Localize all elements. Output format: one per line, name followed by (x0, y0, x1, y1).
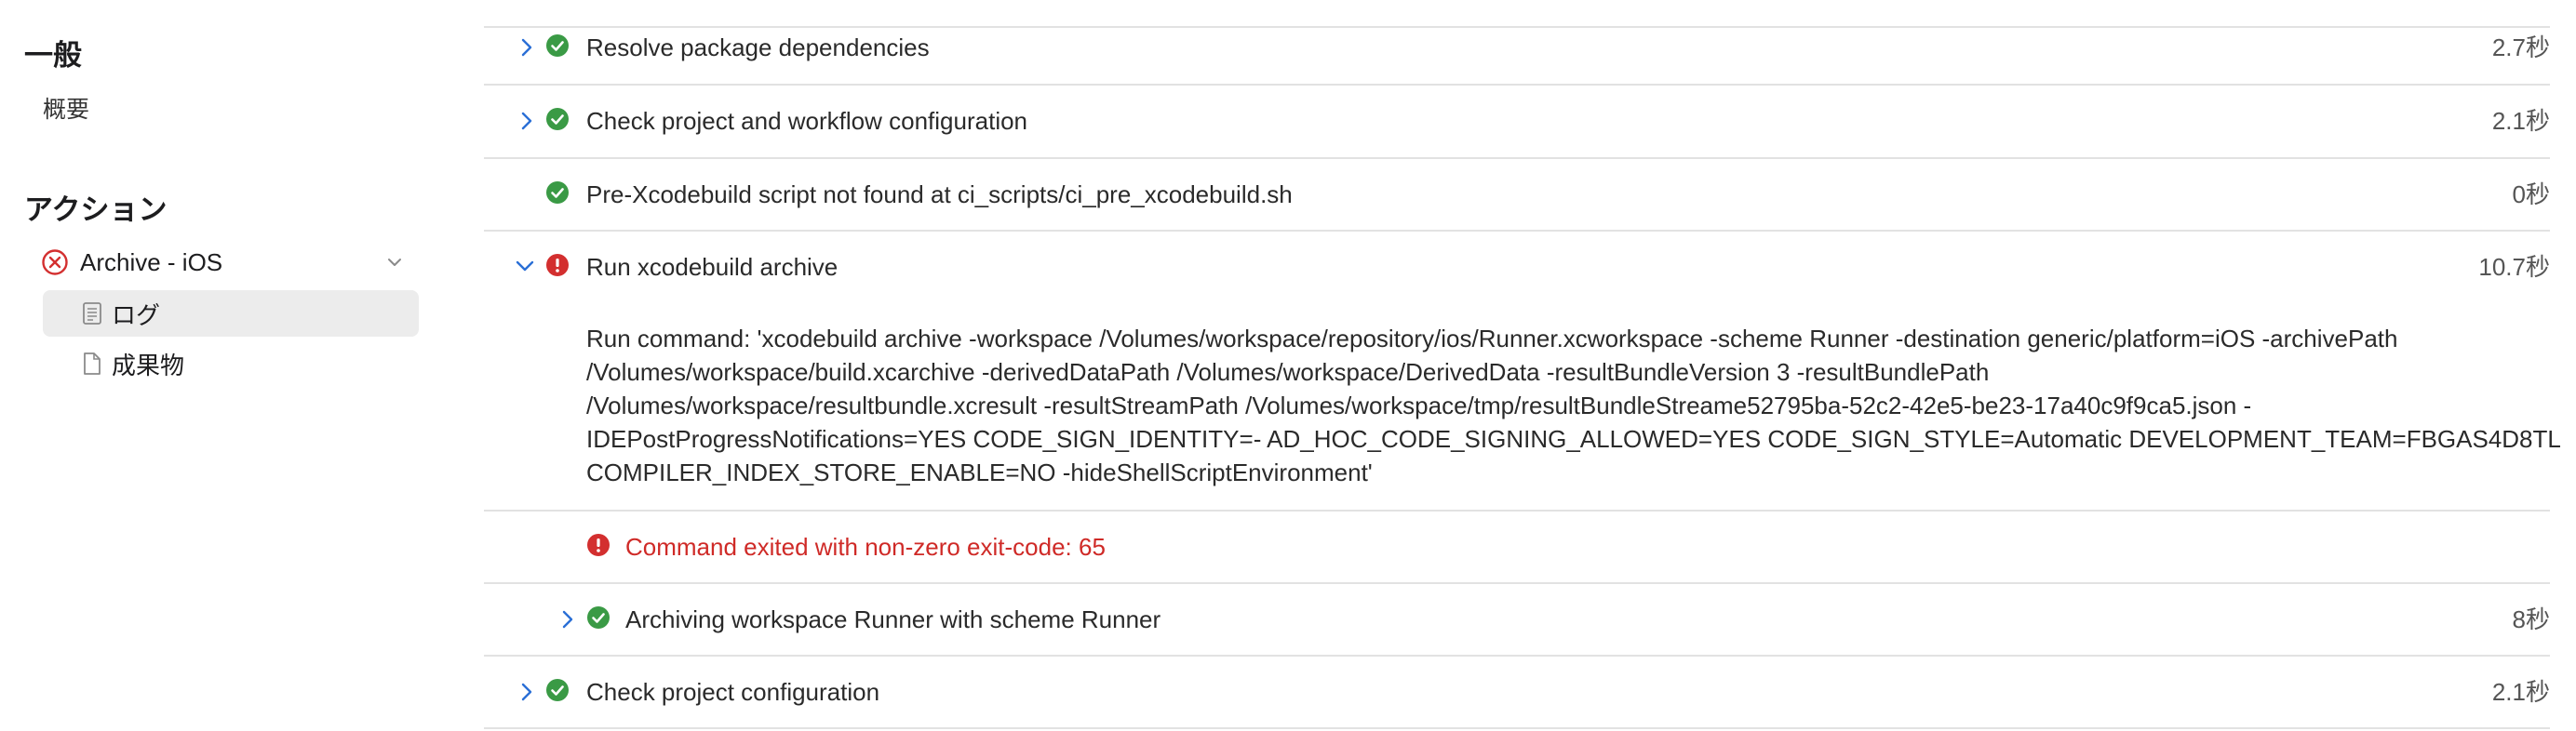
success-check-icon (545, 33, 570, 58)
step-duration: 2.1秒 (2491, 107, 2550, 135)
chevron-right-icon[interactable] (560, 607, 575, 631)
section-title-general: 一般 (24, 39, 82, 72)
step-label: Check project configuration (586, 678, 880, 706)
success-check-icon (586, 605, 610, 630)
step-label: Check project and workflow configuration (586, 107, 1028, 135)
divider (484, 510, 2550, 512)
sidebar-selected-highlight (43, 290, 419, 337)
action-name: Archive - iOS (80, 247, 223, 276)
divider (484, 582, 2550, 584)
step-duration: 8秒 (2512, 605, 2550, 633)
error-exclamation-icon (586, 533, 610, 557)
sidebar-action-archive-ios[interactable]: Archive - iOS (41, 246, 413, 279)
command-line: COMPILER_INDEX_STORE_ENABLE=NO -hideShel… (586, 459, 1373, 486)
log-step-row[interactable]: Check project and workflow configuration… (484, 85, 2550, 157)
sidebar-item-artifacts[interactable]: 成果物 (82, 346, 184, 381)
document-icon (82, 352, 102, 376)
command-line: Run command: 'xcodebuild archive -worksp… (586, 325, 2398, 352)
divider (484, 230, 2550, 232)
divider (484, 157, 2550, 159)
log-panel: Resolve package dependencies 2.7秒 Check … (484, 0, 2561, 731)
chevron-down-icon[interactable] (385, 253, 404, 272)
success-check-icon (545, 180, 570, 205)
log-step-row[interactable]: Check project configuration 2.1秒 (484, 656, 2550, 728)
log-step-row: Pre-Xcodebuild script not found at ci_sc… (484, 158, 2550, 231)
command-line: /Volumes/workspace/resultbundle.xcresult… (586, 392, 2252, 419)
chevron-right-icon[interactable] (519, 109, 534, 133)
log-step-row[interactable]: Archiving workspace Runner with scheme R… (484, 583, 2550, 656)
chevron-right-icon[interactable] (519, 35, 534, 60)
sidebar-item-label: 成果物 (112, 351, 185, 379)
command-output: Run command: 'xcodebuild archive -worksp… (586, 322, 2561, 489)
step-label: Archiving workspace Runner with scheme R… (625, 605, 1161, 633)
success-check-icon (545, 107, 570, 131)
step-duration: 2.1秒 (2491, 678, 2550, 706)
divider (484, 655, 2550, 657)
step-duration: 10.7秒 (2478, 253, 2550, 281)
command-line: IDEPostProgressNotifications=YES CODE_SI… (586, 425, 2561, 453)
step-label: Run xcodebuild archive (586, 253, 839, 281)
divider (484, 84, 2550, 86)
divider (484, 26, 2550, 28)
step-label: Pre-Xcodebuild script not found at ci_sc… (586, 180, 1293, 208)
success-check-icon (545, 678, 570, 702)
step-duration: 0秒 (2512, 180, 2550, 208)
error-exclamation-icon (545, 253, 570, 277)
log-step-row[interactable]: Run xcodebuild archive 10.7秒 (484, 231, 2550, 303)
command-line: /Volumes/workspace/build.xcarchive -deri… (586, 358, 1990, 386)
chevron-down-icon[interactable] (514, 259, 536, 275)
sidebar-item-overview[interactable]: 概要 (43, 97, 90, 123)
sidebar-item-log[interactable]: ログ (82, 296, 160, 331)
document-lines-icon (82, 301, 102, 326)
error-message: Command exited with non-zero exit-code: … (625, 533, 1106, 561)
section-title-actions: アクション (24, 193, 168, 226)
step-duration: 2.7秒 (2491, 33, 2550, 61)
sidebar-item-label: ログ (112, 300, 161, 329)
chevron-right-icon[interactable] (519, 680, 534, 704)
error-message-row: Command exited with non-zero exit-code: … (484, 511, 2550, 583)
divider (484, 727, 2550, 729)
sidebar: 一般 概要 アクション Archive - iOS ログ 成果物 (0, 0, 437, 731)
step-label: Resolve package dependencies (586, 33, 930, 61)
error-circle-x-icon (41, 248, 69, 276)
log-step-row[interactable]: Resolve package dependencies 2.7秒 (484, 11, 2550, 84)
